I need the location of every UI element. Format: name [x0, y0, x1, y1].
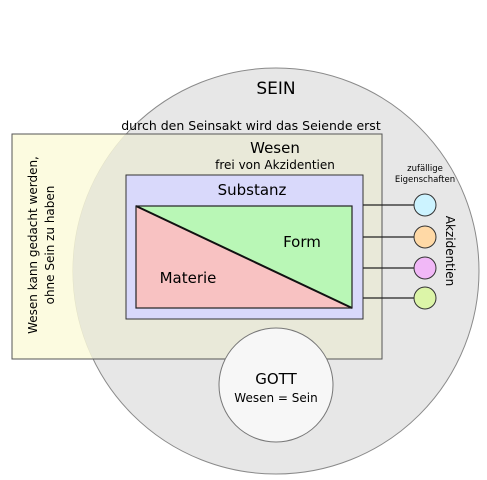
sein-subtitle: durch den Seinsakt wird das Seiende erst [121, 118, 381, 133]
materie-form-divider [135, 205, 353, 309]
akzidentien-label: Akzidentien [443, 216, 457, 286]
akzidens-circle-1 [413, 193, 437, 217]
akzidens-circle-2 [413, 225, 437, 249]
gott-title: GOTT [255, 370, 297, 388]
wesen-subtitle: frei von Akzidentien [215, 158, 335, 172]
wesen-box-outline [11, 133, 383, 360]
materie-label: Materie [160, 269, 217, 287]
substanz-title: Substanz [218, 181, 287, 199]
eigenschaften-line1: zufällige [407, 164, 443, 174]
wesen-title: Wesen [250, 139, 300, 157]
gott-subtitle: Wesen = Sein [234, 391, 317, 405]
akzidens-circle-4 [413, 286, 437, 310]
form-label: Form [283, 233, 321, 251]
eigenschaften-line2: Eigenschaften [395, 175, 455, 185]
left-box-line1: Wesen kann gedacht werden, [26, 156, 40, 334]
materie-form-box [135, 205, 353, 309]
akzidens-circle-3 [413, 256, 437, 280]
gott-circle [218, 327, 334, 443]
sein-title: SEIN [256, 79, 295, 99]
left-box-line2: ohne Sein zu haben [43, 186, 57, 305]
